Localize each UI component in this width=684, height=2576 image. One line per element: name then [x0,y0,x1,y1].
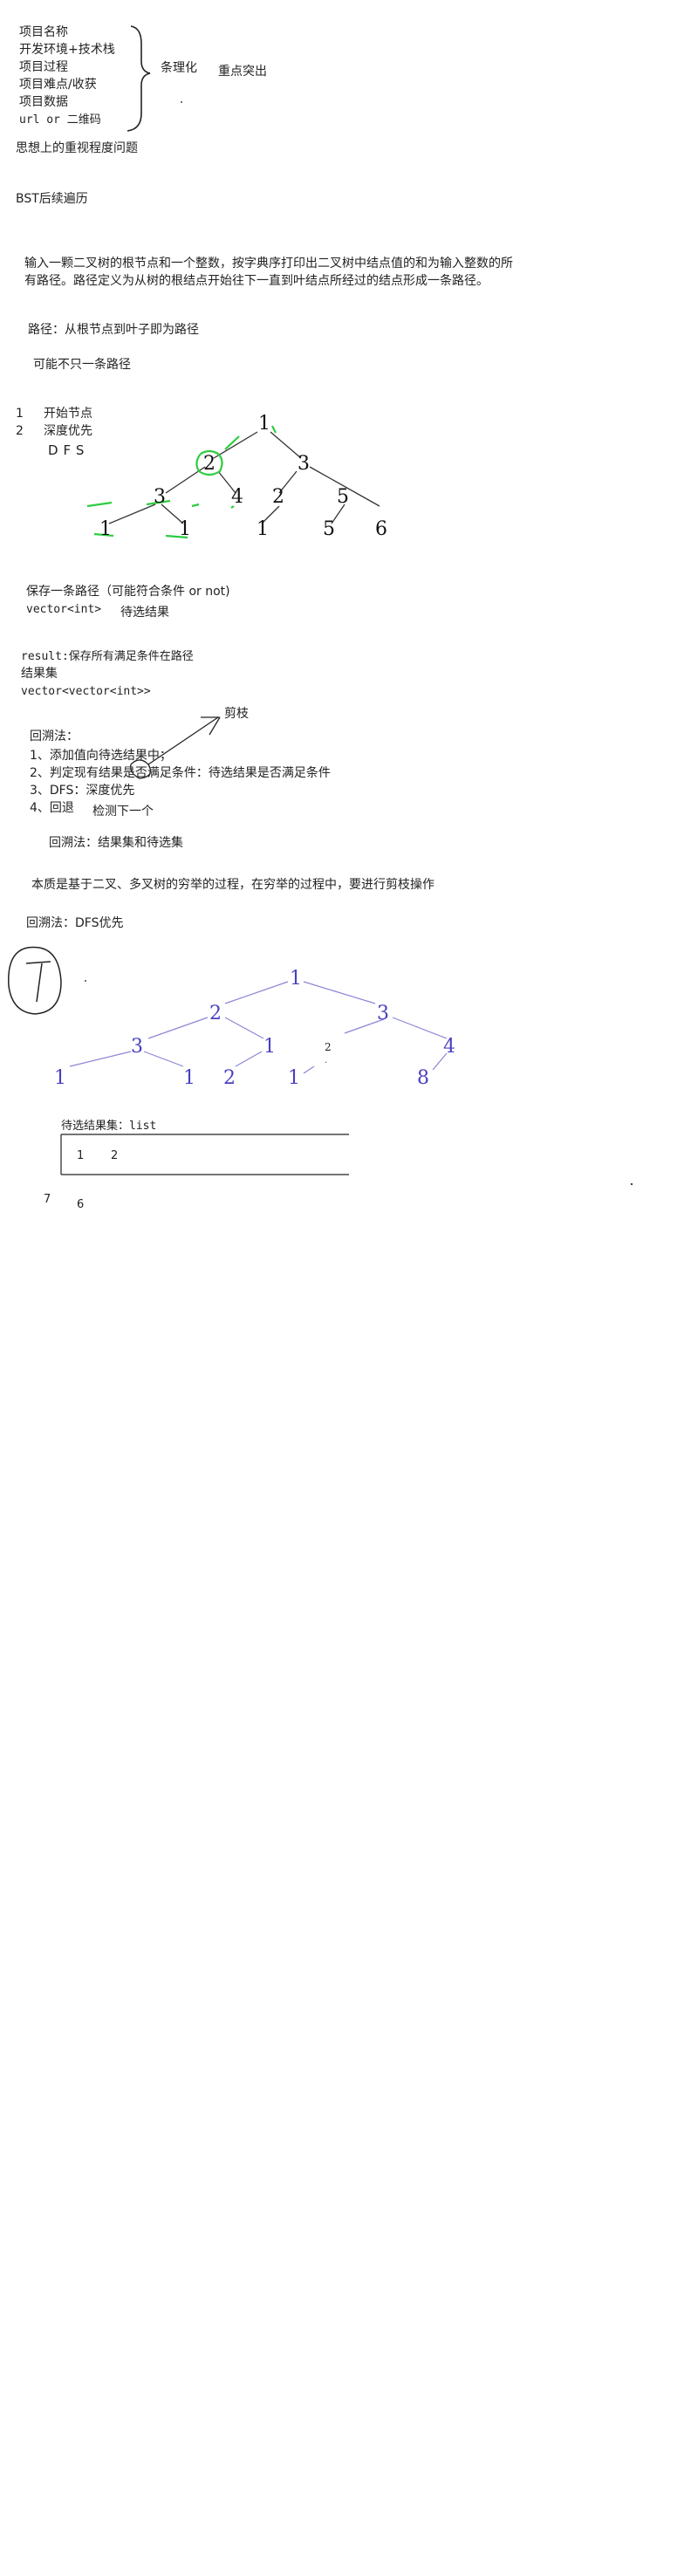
backtrack-summary: 回溯法：结果集和待选集 [49,836,183,850]
step-num-2: 2 [16,424,24,438]
tree1-node: 3 [298,453,310,475]
tree1-node: 1 [258,413,270,435]
prune-label: 剪枝 [224,707,249,721]
save-path-line-1: 保存一条路径（可能符合条件 or not) [26,585,230,599]
item-env-tech: 开发环境+技术栈 [19,43,115,57]
tree2-node: 2 [209,1003,222,1024]
path-definition: 路径：从根节点到叶子即为路径 [28,323,199,337]
candidate-value: 1 [77,1149,85,1162]
tree-1-diagram: 1 2 3 3 4 2 5 1 1 1 5 6 [86,413,387,540]
item-project-name: 项目名称 [19,25,68,39]
item-process: 项目过程 [19,60,68,74]
svg-text:.: . [325,1056,327,1065]
item-url: url or 二维码 [19,113,101,127]
path-multiple: 可能不只一条路径 [33,358,131,372]
tree2-node: 1 [290,968,302,990]
footer-note: 思想上的重视程度问题 [16,141,138,155]
step-start-node: 开始节点 [44,407,92,421]
backtrack-title: 回溯法： [30,730,79,743]
bst-title: BST后续遍历 [16,192,88,206]
label-organize: 条理化 [161,61,197,75]
stray-six: 6 [77,1198,85,1211]
tree1-node: 4 [231,486,243,508]
tree2-node: 4 [443,1036,455,1058]
result-line-2: 结果集 [21,667,58,681]
tree2-node: 1 [54,1067,66,1089]
tree2-node: 1 [263,1036,276,1058]
tree1-node: 3 [154,486,166,508]
tree1-node: 6 [375,518,387,540]
dfs-handwritten: DFS [48,442,90,458]
tree1-node: 5 [323,518,335,540]
tree2-node: 3 [131,1036,143,1058]
tree2-node: 8 [417,1067,429,1089]
stray-seven: 7 [44,1193,51,1206]
tree1-node: 2 [203,453,215,475]
tree2-node: 2 [223,1067,236,1089]
save-path-note: 待选结果 [120,606,169,620]
item-difficulty: 项目难点/收获 [19,78,97,92]
step-dfs-label: 深度优先 [44,424,92,438]
backtrack-step-1: 1、添加值向待选结果中； [30,749,172,763]
step-num-1: 1 [16,407,24,421]
label-emphasis: 重点突出 [218,65,267,79]
essence-text: 本质是基于二叉、多叉树的穷举的过程，在穷举的过程中，要进行剪枝操作 [31,878,434,892]
item-data: 项目数据 [19,95,68,109]
tree2-small-node: 2 [325,1041,332,1053]
result-line-3: vector<vector<int>> [21,685,151,698]
tree1-node: 1 [256,518,269,540]
tree2-node: 3 [377,1003,389,1024]
tree2-node: 1 [288,1067,300,1089]
tree1-node: 1 [99,518,112,540]
backtrack-step-4: 4、回退 [30,801,74,815]
result-line-1: result:保存所有满足条件在路径 [21,650,194,663]
save-path-type: vector<int> [26,603,102,616]
backtrack-step-3: 3、DFS：深度优先 [30,784,135,798]
backtrack-dfs-text: 回溯法：DFS优先 [26,916,124,930]
tree2-node: 1 [183,1067,195,1089]
brace-drawing [127,25,182,132]
prune-arrow-drawing [130,716,221,779]
tree-2-diagram: 1 2 3 3 1 4 1 1 2 1 8 2 . [8,946,455,1089]
problem-line-1: 输入一颗二叉树的根节点和一个整数，按字典序打印出二叉树中结点值的和为输入整数的所 [24,257,513,271]
candidate-box [60,1134,633,1186]
check-next-label: 检测下一个 [92,805,154,819]
tree1-node: 1 [179,518,191,540]
backtrack-step-2: 2、判定现有结果是否满足条件：待选结果是否满足条件 [30,766,331,780]
tree1-node: 5 [337,486,349,508]
problem-line-2: 有路径。路径定义为从树的根结点开始往下一直到叶结点所经过的结点形成一条路径。 [24,274,489,288]
tree1-node: 2 [272,486,284,508]
candidate-value: 2 [111,1149,119,1162]
candidate-title: 待选结果集：list [61,1120,157,1133]
